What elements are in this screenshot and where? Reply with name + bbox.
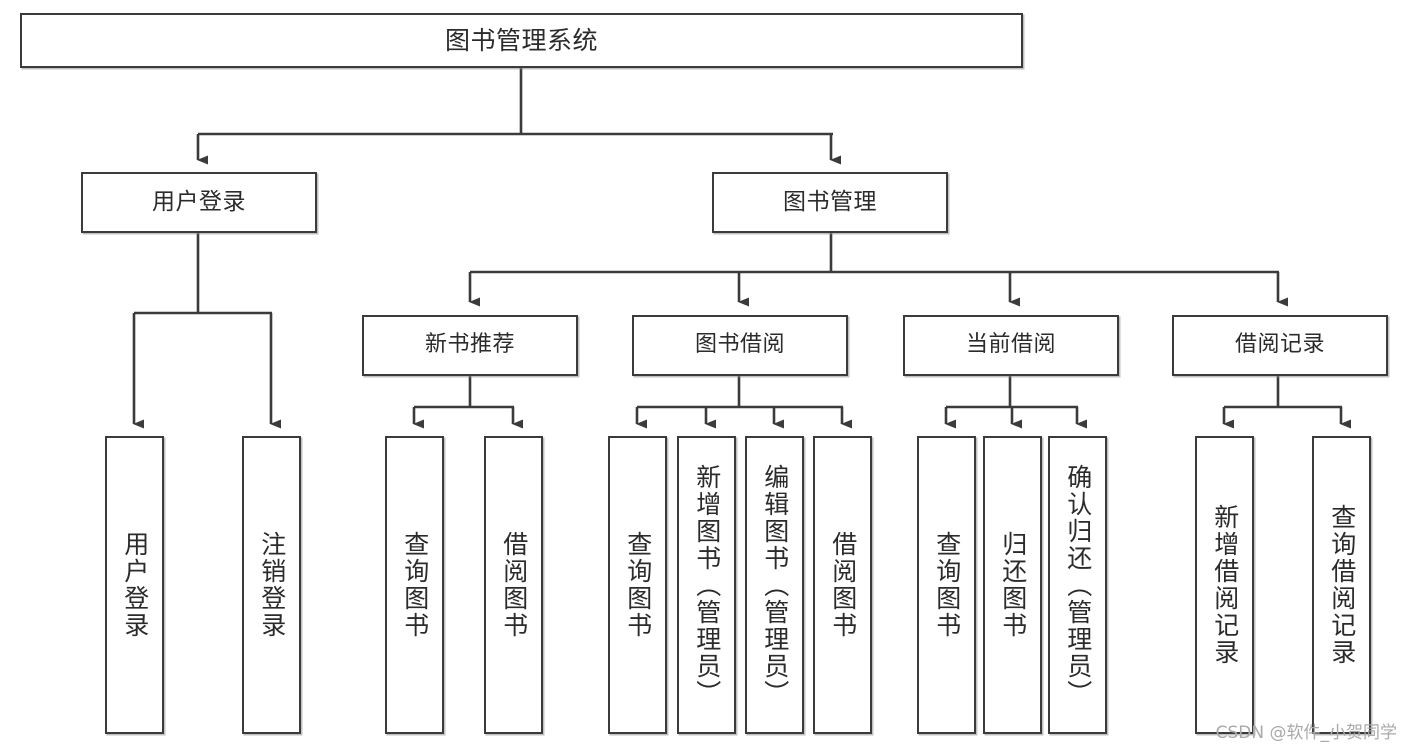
leaf-confirm-return-label: 确认归还（管理员） — [1063, 463, 1093, 707]
node-new-book-recommend[interactable]: 新书推荐 — [362, 315, 578, 376]
node-book-manage[interactable]: 图书管理 — [712, 172, 948, 233]
node-user-login[interactable]: 用户登录 — [81, 172, 317, 233]
leaf-borrow-book-recommend[interactable]: 借阅图书 — [484, 436, 543, 734]
leaf-query-borrow-record[interactable]: 查询借阅记录 — [1312, 436, 1371, 734]
node-borrow-record[interactable]: 借阅记录 — [1172, 315, 1388, 376]
leaf-borrow-book[interactable]: 借阅图书 — [813, 436, 872, 734]
leaf-logout-label: 注销登录 — [257, 531, 287, 639]
leaf-query-book-borrow-label: 查询图书 — [623, 531, 653, 639]
node-book-borrow[interactable]: 图书借阅 — [632, 315, 848, 376]
leaf-query-borrow-record-label: 查询借阅记录 — [1327, 504, 1357, 666]
leaf-user-login-label: 用户登录 — [120, 531, 150, 639]
leaf-return-book-label: 归还图书 — [998, 531, 1028, 639]
leaf-return-book[interactable]: 归还图书 — [983, 436, 1042, 734]
watermark: CSDN @软件_小贺同学 — [1215, 723, 1397, 743]
leaf-query-book-recommend-label: 查询图书 — [400, 531, 430, 639]
leaf-add-book-label: 新增图书（管理员） — [692, 463, 722, 707]
leaf-confirm-return[interactable]: 确认归还（管理员） — [1048, 436, 1107, 734]
node-borrow-record-label: 借阅记录 — [1234, 332, 1325, 358]
node-current-borrow[interactable]: 当前借阅 — [903, 315, 1119, 376]
node-user-login-label: 用户登录 — [152, 188, 246, 215]
node-book-manage-label: 图书管理 — [783, 188, 877, 215]
leaf-logout[interactable]: 注销登录 — [242, 436, 301, 734]
node-root[interactable]: 图书管理系统 — [20, 13, 1023, 68]
leaf-add-borrow-record-label: 新增借阅记录 — [1210, 504, 1240, 666]
leaf-edit-book[interactable]: 编辑图书（管理员） — [745, 436, 804, 734]
node-current-borrow-label: 当前借阅 — [965, 332, 1056, 358]
node-book-borrow-label: 图书借阅 — [694, 332, 785, 358]
leaf-user-login[interactable]: 用户登录 — [105, 436, 164, 734]
leaf-query-book-recommend[interactable]: 查询图书 — [385, 436, 444, 734]
leaf-add-borrow-record[interactable]: 新增借阅记录 — [1195, 436, 1254, 734]
leaf-query-book-current[interactable]: 查询图书 — [917, 436, 976, 734]
leaf-edit-book-label: 编辑图书（管理员） — [760, 463, 790, 707]
leaf-add-book[interactable]: 新增图书（管理员） — [677, 436, 736, 734]
leaf-query-book-borrow[interactable]: 查询图书 — [608, 436, 667, 734]
leaf-borrow-book-label: 借阅图书 — [828, 531, 858, 639]
node-new-book-recommend-label: 新书推荐 — [424, 332, 515, 358]
leaf-borrow-book-recommend-label: 借阅图书 — [499, 531, 529, 639]
leaf-query-book-current-label: 查询图书 — [932, 531, 962, 639]
node-root-label: 图书管理系统 — [444, 25, 598, 55]
